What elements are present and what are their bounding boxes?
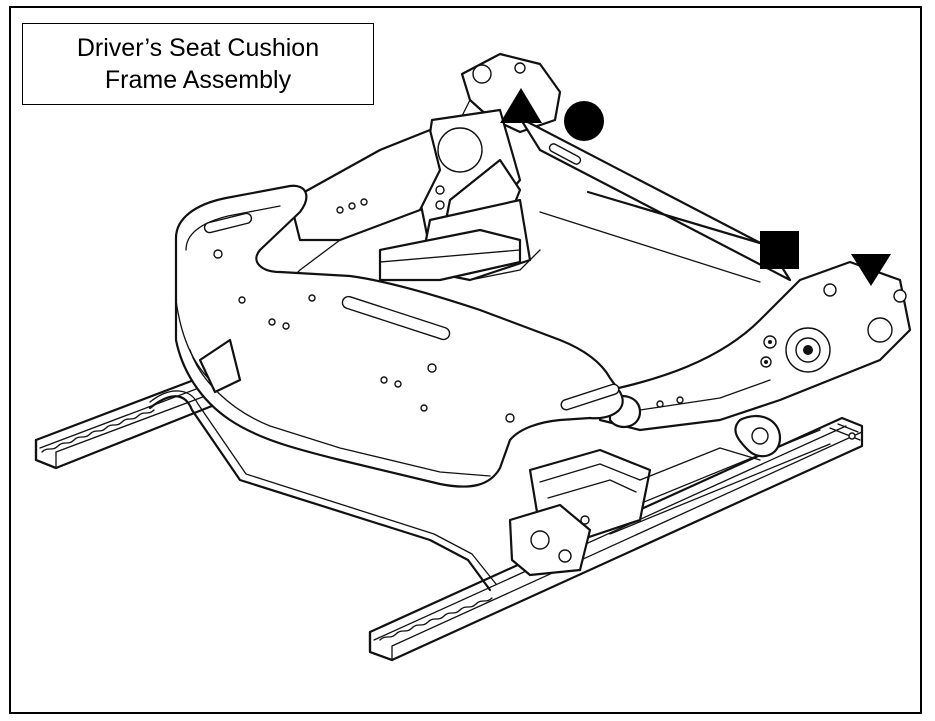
cushion-frame-pan — [174, 184, 624, 488]
marker-triangle-up — [500, 88, 542, 123]
height-adjuster-mechanism — [508, 414, 782, 577]
connecting-wire — [148, 390, 497, 592]
marker-square — [760, 231, 799, 269]
right-side-member — [598, 260, 912, 432]
title-box: Driver’s Seat Cushion Frame Assembly — [22, 23, 374, 105]
marker-circle — [564, 101, 604, 141]
title-line-1: Driver’s Seat Cushion — [76, 34, 320, 62]
left-rear-upright — [279, 128, 522, 291]
rear-cross-tube — [539, 190, 772, 283]
title-line-2: Frame Assembly — [104, 66, 292, 94]
marker-triangle-down — [851, 254, 891, 286]
right-seat-rail — [368, 416, 864, 662]
